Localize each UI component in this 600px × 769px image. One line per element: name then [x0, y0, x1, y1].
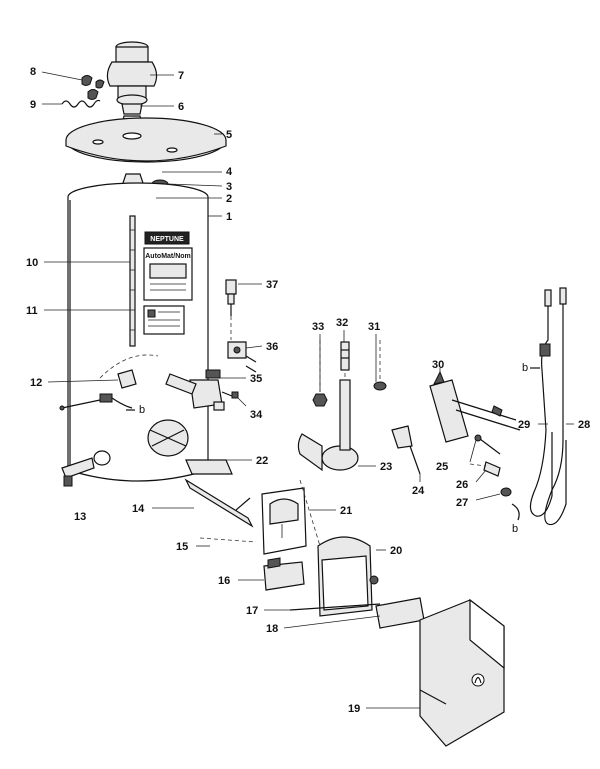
- thermostat-bracket-12: [59, 369, 137, 411]
- callout-16: 16: [218, 575, 230, 587]
- callout-6: 6: [178, 101, 184, 113]
- brand-label: NEPTUNE: [150, 236, 184, 243]
- wire-coil: [61, 99, 101, 108]
- callout-13: 13: [74, 511, 86, 523]
- callout-33: 33: [312, 321, 324, 333]
- callout-3: 3: [226, 181, 232, 193]
- tank-jacket: NEPTUNE AutoMat/Nom: [67, 182, 209, 482]
- callout-14: 14: [132, 503, 145, 515]
- pilot-30: [429, 370, 521, 443]
- callout-30: 30: [432, 359, 444, 371]
- callout-31: 31: [368, 321, 380, 333]
- fitting-27: [500, 487, 520, 521]
- thermocouple-28: [544, 287, 567, 526]
- callout-8: 8: [30, 66, 36, 78]
- grommet-31: [373, 340, 387, 391]
- fitting-25: [474, 434, 501, 455]
- callout-29: 29: [518, 419, 530, 431]
- fitting-32: [340, 341, 350, 371]
- assembly-guide: [299, 479, 321, 547]
- callout-1: 1: [226, 211, 232, 223]
- callout-4: 4: [226, 166, 233, 178]
- gas-valve-assembly: [99, 354, 225, 411]
- fitting-26: [469, 461, 501, 477]
- callout-34: 34: [250, 409, 263, 421]
- callout-26: 26: [456, 479, 468, 491]
- callout-18: 18: [266, 623, 278, 635]
- callout-28: 28: [578, 419, 590, 431]
- b-markers: b b b: [126, 362, 540, 535]
- callout-12: 12: [30, 377, 42, 389]
- clip-17: [289, 603, 381, 611]
- callout-7: 7: [178, 70, 184, 82]
- plate-label: AutoMat/Nom: [145, 253, 191, 260]
- callout-9: 9: [30, 99, 36, 111]
- inner-door-22: [185, 459, 233, 475]
- callout-2: 2: [226, 193, 232, 205]
- piezo-igniter-37: [225, 279, 237, 340]
- callout-20: 20: [390, 545, 402, 557]
- outer-access-panel-19: [419, 598, 505, 747]
- top-cover: [65, 117, 227, 163]
- burner-cover-20: [317, 536, 379, 617]
- callout-5: 5: [226, 129, 232, 141]
- guide-15: [199, 537, 257, 543]
- callout-35: 35: [250, 373, 262, 385]
- b-marker: b: [522, 362, 528, 374]
- leader-lines: [41, 71, 574, 709]
- callout-37: 37: [266, 279, 278, 291]
- callout-15: 15: [176, 541, 188, 553]
- callout-32: 32: [336, 317, 348, 329]
- bracket-24: [391, 425, 421, 475]
- callout-11: 11: [26, 305, 38, 317]
- bracket-36: [227, 341, 257, 373]
- callout-labels: 1 2 3 4 5 6 7 8 9 10 11 12 13 14 15 16 1…: [26, 66, 590, 715]
- rod-14: [184, 478, 254, 528]
- callout-25: 25: [436, 461, 448, 473]
- thermocouple-29: [529, 289, 553, 517]
- callout-36: 36: [266, 341, 278, 353]
- brand-badge: [144, 231, 190, 245]
- callout-19: 19: [348, 703, 360, 715]
- hood-clips: [81, 75, 105, 100]
- b-marker: b: [139, 404, 145, 416]
- bracket-18: [375, 597, 425, 629]
- callout-10: 10: [26, 257, 38, 269]
- callout-23: 23: [380, 461, 392, 473]
- drain-valve: [61, 457, 95, 487]
- outer-door-21: [261, 487, 307, 555]
- callout-24: 24: [412, 485, 425, 497]
- callout-17: 17: [246, 605, 258, 617]
- callout-27: 27: [456, 497, 468, 509]
- block-16: [263, 557, 305, 591]
- callout-22: 22: [256, 455, 268, 467]
- callout-21: 21: [340, 505, 352, 517]
- draft-hood: [106, 41, 158, 115]
- burner-23: [297, 366, 359, 472]
- b-marker: b: [512, 523, 518, 535]
- pin-34: [221, 391, 239, 399]
